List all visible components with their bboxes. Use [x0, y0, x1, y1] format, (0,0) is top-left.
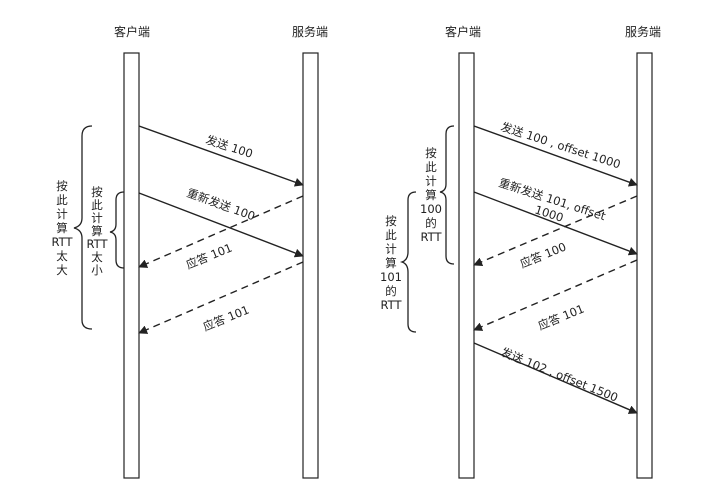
- left-inner-brace: [109, 191, 125, 269]
- right-note-101-line: 此: [385, 228, 397, 242]
- right-note-101-line: 计: [385, 242, 397, 256]
- left-diagram: 客户端 服务端 发送 100 重新发送 100 应答 101 应答 101 按此…: [51, 24, 328, 479]
- right-note-100-line: 算: [425, 188, 437, 202]
- left-send-arrow: [138, 125, 304, 187]
- left-server-label: 服务端: [292, 24, 328, 39]
- left-inner-note-line: 太: [91, 250, 103, 264]
- left-ack1-label: 应答 101: [184, 241, 234, 272]
- left-ack1-arrow: [138, 195, 304, 268]
- right-client-lifeline: [458, 52, 475, 479]
- right-note-101-line: RTT: [380, 298, 402, 312]
- left-inner-note-line: 按: [91, 185, 103, 199]
- left-outer-note-line: RTT: [51, 235, 73, 249]
- left-resend-arrow: [138, 192, 304, 258]
- right-ack2-label: 应答 101: [536, 302, 586, 333]
- left-server-lifeline: [302, 52, 319, 479]
- right-brace-101: [399, 191, 417, 333]
- left-inner-note-line: 计: [91, 211, 103, 225]
- right-client-label: 客户端: [445, 24, 481, 39]
- left-ack2-label: 应答 101: [201, 303, 251, 334]
- left-inner-note-line: RTT: [86, 237, 108, 251]
- left-outer-note-line: 大: [56, 263, 68, 277]
- left-inner-note-line: 此: [91, 198, 103, 212]
- right-note-101-line: 按: [385, 214, 397, 228]
- right-ack1-arrow: [473, 195, 638, 266]
- right-note-101-line: 101: [380, 270, 402, 284]
- right-note-100-line: RTT: [420, 230, 442, 244]
- left-outer-note-line: 计: [56, 207, 68, 221]
- left-resend-label: 重新发送 100: [185, 186, 257, 224]
- left-outer-note-line: 算: [56, 221, 68, 235]
- right-note-100-line: 此: [425, 160, 437, 174]
- right-note-100-line: 100: [420, 202, 442, 216]
- right-note-100-line: 按: [425, 146, 437, 160]
- left-send-label: 发送 100: [204, 133, 255, 161]
- right-send3-label: 发送 102 , offset 1500: [499, 345, 620, 405]
- right-send3-arrow: [473, 342, 638, 414]
- right-note-100-line: 的: [425, 216, 437, 230]
- left-outer-note-line: 此: [56, 193, 68, 207]
- left-outer-note-line: 按: [56, 179, 68, 193]
- left-client-label: 客户端: [114, 24, 150, 39]
- right-ack1-label: 应答 100: [518, 240, 568, 271]
- left-inner-note-line: 小: [91, 263, 103, 277]
- right-send1-arrow: [473, 125, 638, 187]
- left-ack2-arrow: [138, 261, 304, 334]
- right-ack2-arrow: [473, 259, 638, 331]
- right-server-label: 服务端: [625, 24, 661, 39]
- left-inner-note-line: 算: [91, 224, 103, 238]
- right-note-100-line: 计: [425, 174, 437, 188]
- right-diagram: 客户端 服务端 发送 100 , offset 1000 重新发送 101, o…: [380, 24, 661, 479]
- left-client-lifeline: [123, 52, 140, 479]
- left-outer-brace: [73, 125, 93, 330]
- right-note-101-line: 算: [385, 256, 397, 270]
- right-send2-arrow: [473, 191, 638, 256]
- right-send1-label: 发送 100 , offset 1000: [499, 120, 622, 172]
- right-brace-100: [439, 125, 455, 265]
- left-outer-note-line: 太: [56, 249, 68, 263]
- right-server-lifeline: [636, 52, 653, 479]
- right-note-101-line: 的: [385, 284, 397, 298]
